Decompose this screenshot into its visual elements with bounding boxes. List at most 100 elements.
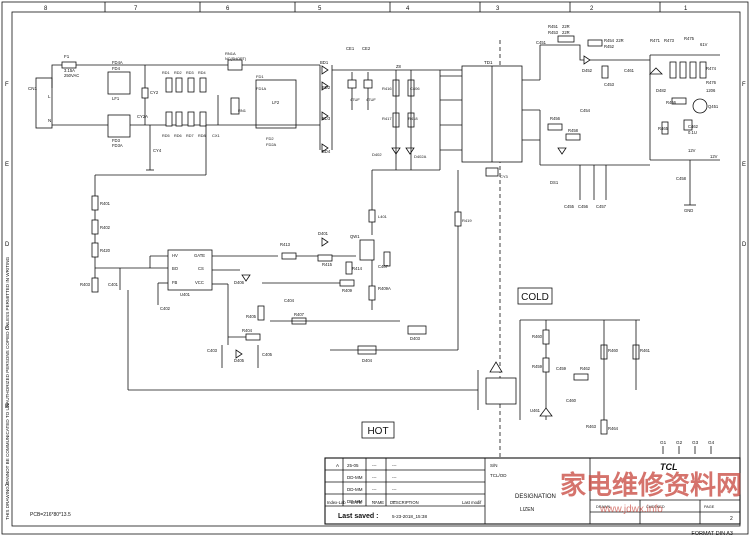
fd1a-label: FD1A <box>256 86 267 91</box>
r413-label: R413 <box>280 242 291 247</box>
rev-date-b: DD-MM <box>347 475 363 480</box>
connector-cn1 <box>35 77 53 129</box>
resistor-r456 <box>547 123 563 131</box>
resistor-r409 <box>339 279 355 287</box>
pcb-note: PCB=216*80*13.5 <box>30 512 71 518</box>
v1206-label: 1206 <box>706 88 716 93</box>
ntc-rn1a <box>227 59 243 71</box>
d406-label: D406 <box>234 280 245 285</box>
controller-ic <box>167 249 213 291</box>
ce2-label: CE2 <box>362 46 371 51</box>
col-5: 5 <box>318 6 322 12</box>
watermark-text: 家电维修资料网 <box>560 470 742 501</box>
c461-label: C461 <box>624 68 635 73</box>
r458-label: R458 <box>568 128 579 133</box>
r456-label: R456 <box>550 116 561 121</box>
v61-label: 61V <box>700 42 708 47</box>
designation-label: DESIGNATION <box>515 494 556 500</box>
c455-label: C455 <box>564 204 575 209</box>
r417-label: R417 <box>382 116 392 121</box>
ground-markers: G1 G2 G3 G4 <box>660 440 715 454</box>
d402-label: D402 <box>372 152 382 157</box>
optocoupler <box>485 377 517 405</box>
d405-label: D405 <box>234 358 245 363</box>
row-f: F <box>5 82 9 88</box>
cy2-label: CY2 <box>150 90 159 95</box>
rev-name-d: --- <box>372 499 377 504</box>
ic-vcc: VCC <box>195 280 204 285</box>
g1-label: G1 <box>660 440 667 445</box>
watermark-url: www.jdwx.info <box>599 504 663 515</box>
resistor-r415 <box>317 254 333 262</box>
g4-label: G4 <box>708 440 715 445</box>
c402-label: C402 <box>160 306 171 311</box>
rd8-label: RD8 <box>198 134 206 138</box>
rev-desc-a: --- <box>392 463 397 468</box>
cap-cy2 <box>141 87 149 99</box>
transistor-q451 <box>692 98 708 114</box>
rd2-label: RD2 <box>174 71 182 75</box>
last-modif: Last modif <box>462 500 482 505</box>
qw1-label: QW1 <box>350 234 360 239</box>
inductor-l401 <box>368 209 376 223</box>
ds1-label: DS1 <box>550 180 559 185</box>
r402-label: R402 <box>100 225 111 230</box>
rev-name-b: --- <box>372 475 377 480</box>
ce2-value: 47UF <box>366 97 376 102</box>
feedback-section: R460 R459 C459 R462 R460 R461 C460 U461 … <box>485 319 651 435</box>
r460-label: R460 <box>532 334 543 339</box>
inner-border <box>11 11 741 527</box>
choke-lf1b <box>107 114 131 138</box>
rd7-label: RD7 <box>186 134 194 138</box>
bd1-label: BD1 <box>320 60 329 65</box>
rn1-label: RN1 <box>238 108 247 113</box>
row-c: C <box>5 326 10 332</box>
fd4a-label: FD4A <box>112 60 123 65</box>
cap-c453 <box>601 65 609 79</box>
transformer-t1: TD1 CY3 <box>439 60 540 179</box>
cold-zone-box <box>517 287 553 305</box>
r454-label: R454 <box>604 38 615 43</box>
resistor-r405 <box>257 305 265 321</box>
ic-cs: CS <box>198 266 204 271</box>
cn1-label: CN1 <box>28 86 37 91</box>
resistor-r460 <box>542 329 550 345</box>
rev-date-d: DD-MM <box>347 499 363 504</box>
d452-label: D452 <box>582 68 593 73</box>
r420-label: R420 <box>100 248 111 253</box>
rev-desc-b: --- <box>392 475 397 480</box>
ce1-value: 47UF <box>350 97 360 102</box>
r401-label: R401 <box>100 201 111 206</box>
col-4: 4 <box>406 6 410 12</box>
resistor-r409a <box>368 285 376 301</box>
c401-label: C401 <box>108 282 119 287</box>
r473-label: R473 <box>664 38 675 43</box>
lf1-label: LF1 <box>112 96 120 101</box>
last-saved-value: 5-23-2018_15:38 <box>392 514 427 519</box>
ntc-rn1 <box>230 97 240 115</box>
secondary-section: R451 22R R453 22R R454 22R R452 C451 D45… <box>536 24 720 213</box>
hot-zone-label: HOT <box>367 426 388 437</box>
cap-ce2 <box>363 79 373 89</box>
bridge-rectifier: BD1 BD2 BD3 BD4 CE1 CE2 47UF 47UF Z8 R41… <box>319 46 500 205</box>
d402a-label: D402A <box>414 154 427 159</box>
c454-label: C454 <box>580 108 591 113</box>
d404-label: D404 <box>362 358 373 363</box>
col-6: 6 <box>226 6 230 12</box>
g2-label: G2 <box>676 440 683 445</box>
tcl-logo: TCL <box>660 462 678 472</box>
ic-hv: HV <box>172 253 178 258</box>
fd1-label: FD1 <box>256 74 264 79</box>
header-name: NAME <box>372 500 384 505</box>
col-1: 1 <box>684 6 688 12</box>
f1-value: 3.15A <box>64 68 75 73</box>
r474-label: R474 <box>706 66 717 71</box>
resistor-r466 <box>671 97 687 105</box>
r404-label: R404 <box>242 328 253 333</box>
resistor-r462 <box>573 373 589 381</box>
r462-label: R462 <box>580 366 591 371</box>
fd2a-label: FD2A <box>266 142 277 147</box>
row-d-right: D <box>742 242 747 248</box>
resistor-r419 <box>454 211 462 227</box>
row-d: D <box>5 242 10 248</box>
